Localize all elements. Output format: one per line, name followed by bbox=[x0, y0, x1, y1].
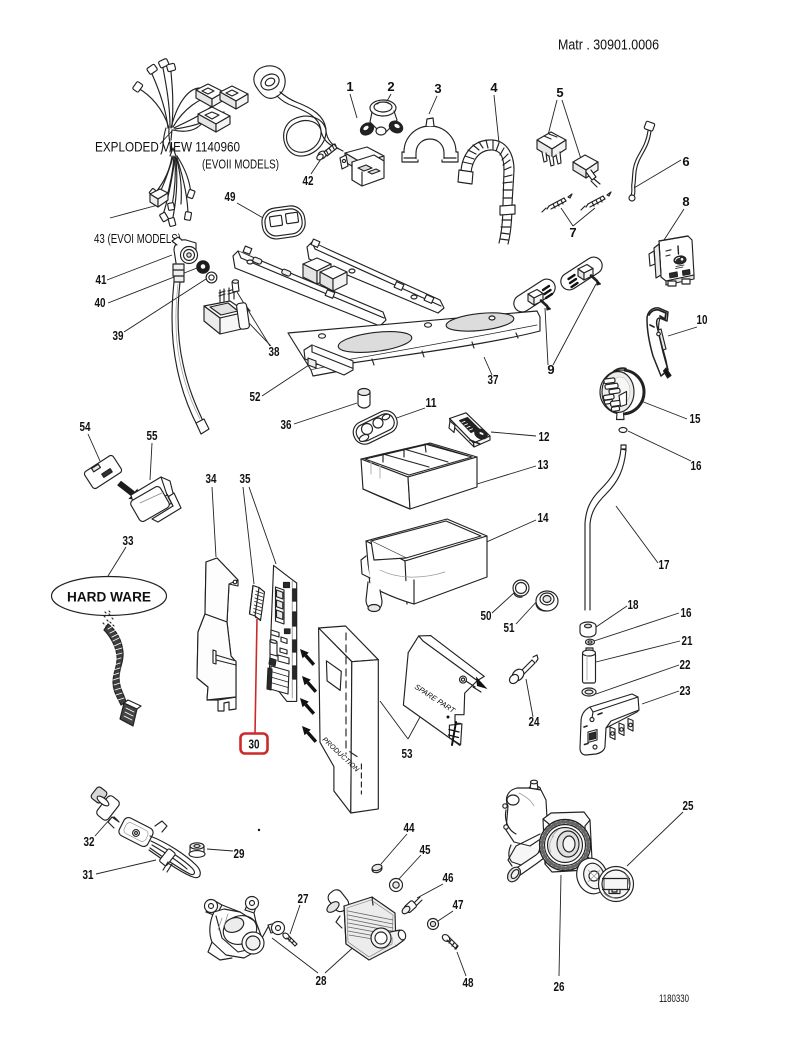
svg-text:EXPLODED VIEW 1140960: EXPLODED VIEW 1140960 bbox=[95, 139, 240, 155]
svg-text:34: 34 bbox=[206, 471, 218, 486]
svg-text:24: 24 bbox=[529, 714, 541, 729]
svg-text:53: 53 bbox=[402, 746, 413, 761]
svg-text:HARD WARE: HARD WARE bbox=[67, 590, 151, 605]
svg-text:52: 52 bbox=[250, 389, 261, 404]
svg-text:25: 25 bbox=[683, 798, 694, 813]
svg-text:42: 42 bbox=[303, 173, 314, 188]
svg-text:33: 33 bbox=[123, 533, 134, 548]
svg-text:45: 45 bbox=[420, 842, 431, 857]
svg-text:10: 10 bbox=[697, 312, 708, 327]
svg-text:11: 11 bbox=[426, 395, 437, 410]
svg-text:Matr . 30901.0006: Matr . 30901.0006 bbox=[558, 38, 659, 54]
svg-text:49: 49 bbox=[225, 189, 236, 204]
svg-text:46: 46 bbox=[443, 870, 454, 885]
svg-text:44: 44 bbox=[404, 820, 416, 835]
svg-text:5: 5 bbox=[556, 85, 563, 100]
svg-text:55: 55 bbox=[147, 428, 158, 443]
svg-text:22: 22 bbox=[680, 657, 691, 672]
svg-text:16: 16 bbox=[691, 458, 702, 473]
svg-text:54: 54 bbox=[80, 419, 92, 434]
svg-text:12: 12 bbox=[539, 429, 550, 444]
svg-text:39: 39 bbox=[113, 328, 124, 343]
svg-text:43 (EVOI MODELS): 43 (EVOI MODELS) bbox=[94, 232, 181, 246]
svg-text:4: 4 bbox=[490, 80, 498, 95]
svg-text:14: 14 bbox=[538, 510, 550, 525]
svg-text:21: 21 bbox=[682, 633, 693, 648]
svg-text:1: 1 bbox=[346, 79, 353, 94]
svg-text:35: 35 bbox=[240, 471, 251, 486]
svg-text:3: 3 bbox=[434, 81, 441, 96]
svg-text:36: 36 bbox=[281, 417, 292, 432]
svg-text:27: 27 bbox=[298, 891, 309, 906]
svg-text:23: 23 bbox=[680, 683, 691, 698]
svg-text:40: 40 bbox=[95, 295, 106, 310]
svg-text:30: 30 bbox=[249, 737, 260, 752]
svg-text:7: 7 bbox=[569, 225, 576, 240]
svg-text:51: 51 bbox=[504, 620, 515, 635]
svg-text:26: 26 bbox=[554, 979, 565, 994]
svg-text:9: 9 bbox=[547, 362, 554, 377]
svg-text:13: 13 bbox=[538, 457, 549, 472]
svg-text:16: 16 bbox=[681, 605, 692, 620]
svg-text:6: 6 bbox=[682, 154, 689, 169]
svg-text:38: 38 bbox=[269, 344, 280, 359]
svg-text:31: 31 bbox=[83, 867, 94, 882]
svg-text:47: 47 bbox=[453, 897, 464, 912]
svg-text:32: 32 bbox=[84, 834, 95, 849]
svg-text:37: 37 bbox=[488, 372, 499, 387]
svg-text:15: 15 bbox=[690, 411, 701, 426]
svg-text:2: 2 bbox=[387, 79, 394, 94]
svg-text:(EVOII MODELS): (EVOII MODELS) bbox=[202, 158, 279, 172]
svg-text:1180330: 1180330 bbox=[659, 993, 689, 1005]
svg-text:18: 18 bbox=[628, 597, 639, 612]
svg-text:8: 8 bbox=[682, 194, 689, 209]
svg-text:41: 41 bbox=[96, 272, 107, 287]
svg-text:50: 50 bbox=[481, 608, 492, 623]
svg-text:29: 29 bbox=[234, 846, 245, 861]
svg-text:28: 28 bbox=[316, 973, 327, 988]
svg-text:17: 17 bbox=[659, 557, 670, 572]
svg-text:48: 48 bbox=[463, 975, 474, 990]
